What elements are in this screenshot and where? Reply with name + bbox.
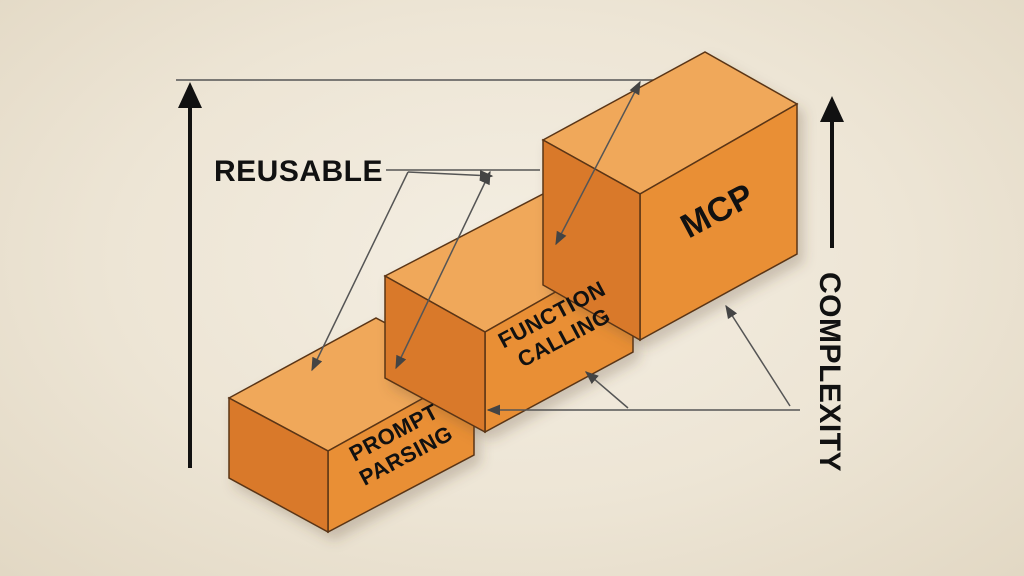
reusable-label: REUSABLE: [214, 155, 383, 188]
complexity-arrows: [486, 304, 800, 416]
complexity-arrow-mcp: [725, 304, 791, 407]
complexity-arrow-function-front: [584, 371, 629, 409]
reusable-axis: [178, 82, 202, 468]
complexity-label: COMPLEXITY: [813, 272, 846, 472]
block-prompt-parsing-side: [228, 396, 329, 534]
complexity-axis: [820, 96, 844, 248]
prompt-function-link-arrow: [395, 170, 491, 370]
function-mcp-link-arrow: [555, 80, 641, 246]
reusable-arrow-function: [407, 170, 494, 181]
reusable-arrow-prompt: [311, 171, 409, 372]
reusable-arrows: [311, 80, 641, 372]
